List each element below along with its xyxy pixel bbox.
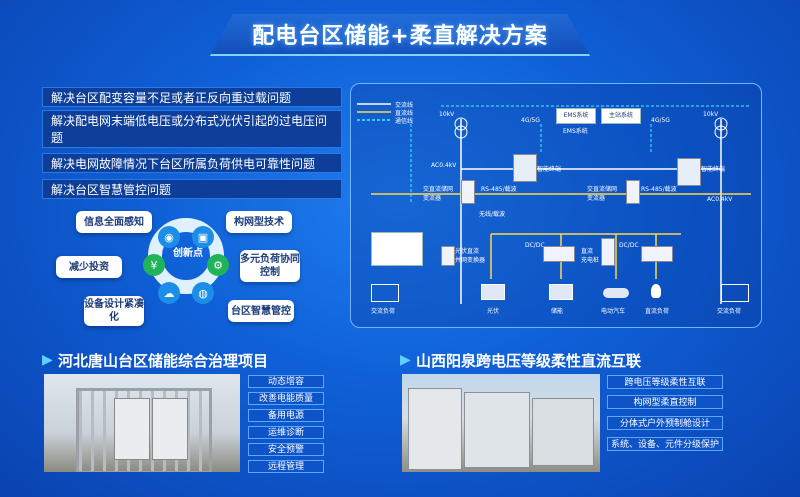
terminal-left-label: 智能终端 [537, 166, 562, 173]
innovation-center-label: 创新点 [173, 248, 203, 259]
converter-left-device [461, 180, 475, 204]
innovation-item-4: 多元负荷协同控制 [240, 250, 300, 282]
charger-device [601, 238, 615, 266]
project-right-tag-4: 系统、设备、元件分级保护 [607, 437, 723, 451]
page-title: 配电台区储能+柔直解决方案 [252, 24, 548, 49]
master-box: 主站系统 [601, 108, 641, 124]
ems-caption: EMS系统 [563, 128, 588, 135]
project-right-title: 山西阳泉跨电压等级柔性直流互联 [416, 352, 642, 370]
money-icon: ¥ [143, 254, 165, 276]
rs485-left-label: RS-485/载波 [481, 186, 517, 193]
project-right-photo [402, 374, 600, 472]
container-2 [464, 392, 530, 468]
problem-item-1: 解决台区配变容量不足或者正反向重过载问题 [42, 87, 342, 107]
project-left-tag-1: 动态增容 [248, 375, 324, 388]
charger-label: 直流 充电桩 [581, 248, 600, 264]
project-right-tag-3: 分体式户外预制舱设计 [607, 416, 723, 430]
ac-right-label: AC0.4kV [707, 196, 733, 203]
converter-right-device [626, 180, 640, 204]
ev-label: 电动汽车 [601, 308, 626, 315]
cabinet-left [114, 398, 150, 460]
project-left-title: 河北唐山台区储能综合治理项目 [58, 352, 269, 370]
wireless-label: 无线/载波 [479, 211, 506, 218]
innovation-item-1: 信息全面感知 [76, 211, 152, 233]
net-right-label: 4G/5G [651, 117, 670, 124]
project-right-marker: ▶ [400, 352, 411, 368]
cabinet-right [152, 398, 188, 460]
note-box [371, 232, 423, 266]
load-right-label: 交流负荷 [717, 308, 742, 315]
converter-left-label: 交直流储网 变流器 [423, 186, 454, 202]
bulb-icon [651, 284, 661, 298]
storage-label: 储能 [551, 308, 564, 315]
terminal-right-label: 智能终端 [701, 166, 726, 173]
dcdc-1-device [543, 246, 575, 262]
pv-label: 光伏 [487, 308, 500, 315]
project-left-photo [44, 374, 240, 472]
diagram-lines [357, 103, 751, 304]
project-left-tag-2: 改善电能质量 [248, 392, 324, 405]
cloud-icon: ☁ [158, 282, 180, 304]
problem-item-3: 解决电网故障情况下台区所属负荷供电可靠性问题 [42, 153, 342, 173]
project-right-tag-1: 跨电压等级柔性互联 [607, 375, 723, 389]
kv-left-label: 10kV [439, 111, 455, 118]
project-left-tag-3: 备用电源 [248, 409, 324, 422]
innovation-item-6: 台区智慧管控 [228, 300, 294, 322]
terminal-left-device [513, 154, 537, 182]
network-icon: ▣ [192, 226, 214, 248]
problem-item-2: 解决配电网末端低电压或分布式光伏引起的过电压问题 [42, 110, 342, 148]
innovation-item-3: 减少投资 [56, 256, 122, 278]
innovation-item-5: 设备设计紧凑化 [84, 296, 144, 326]
pv-converter-label: 光伏直流 并网变换器 [455, 248, 486, 264]
project-left-marker: ▶ [42, 352, 53, 368]
net-left-label: 4G/5G [521, 117, 540, 124]
converter-right-label: 交直流储网 变流器 [587, 186, 618, 202]
dcdc-2-device [641, 246, 673, 262]
factory-left-icon [371, 284, 399, 302]
control-icon: ◍ [192, 282, 214, 304]
pv-converter-device [441, 246, 455, 266]
project-right-tag-2: 构网型柔直控制 [607, 395, 723, 409]
legend-comm: 通信线 [395, 118, 414, 125]
dcdc-1-label: DC/DC [525, 242, 545, 249]
load-left-label: 交流负荷 [371, 308, 396, 315]
ev-icon [603, 288, 629, 298]
sensing-icon: ◉ [158, 226, 180, 248]
project-left-tag-5: 安全预警 [248, 443, 324, 456]
project-left-tag-6: 远程管理 [248, 460, 324, 473]
container-3 [532, 398, 594, 466]
innovation-item-2: 构网型技术 [226, 211, 292, 233]
ems-box: EMS系统 [556, 108, 596, 124]
container-1 [408, 388, 462, 470]
project-left-tag-4: 运维诊断 [248, 426, 324, 439]
legend-dc: 直流线 [395, 110, 414, 117]
terminal-right-device [677, 158, 701, 186]
coordination-icon: ⚙ [207, 254, 229, 276]
ac-left-label: AC0.4kV [431, 162, 457, 169]
kv-right-label: 10kV [703, 111, 719, 118]
system-diagram: 交流线 直流线 通信线 10kV 10kV AC0.4kV AC0.4kV 4G… [350, 83, 762, 328]
problem-item-4: 解决台区智慧管控问题 [42, 179, 342, 199]
title-banner [210, 14, 590, 56]
dc-load-label: 直流负荷 [645, 308, 670, 315]
solar-panel-icon [481, 284, 505, 300]
factory-right-icon [721, 284, 749, 302]
legend-ac: 交流线 [395, 102, 414, 109]
dcdc-2-label: DC/DC [619, 242, 639, 249]
rs485-right-label: RS-485/载波 [641, 186, 677, 193]
storage-icon [549, 284, 573, 300]
